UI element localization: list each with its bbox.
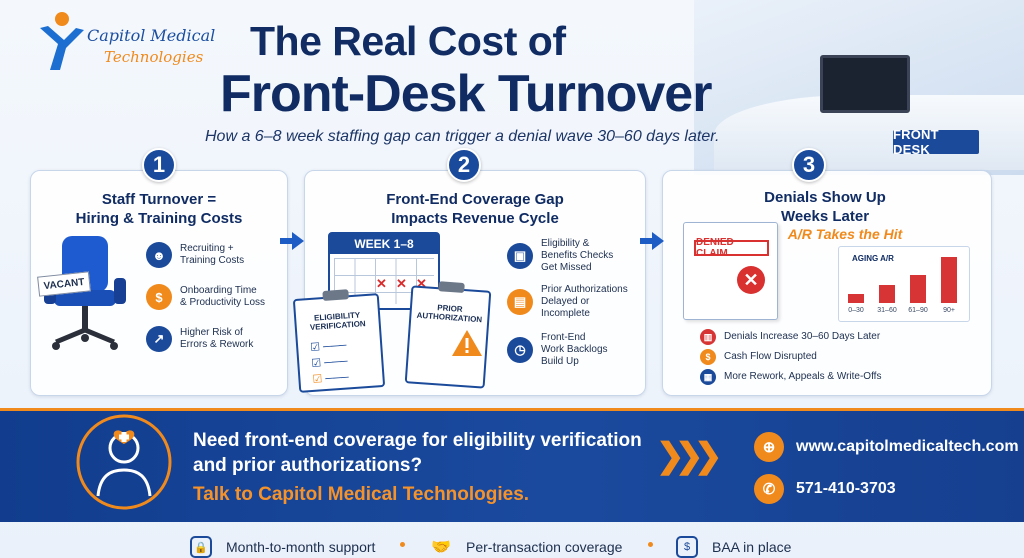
step-1-item-3-text: Higher Risk of Errors & Rework (180, 327, 254, 350)
step-2-item-1: ▣ Eligibility & Benefits Checks Get Miss… (507, 238, 613, 274)
calendar-x-mark: ✕ (416, 276, 427, 291)
document-icon: ▤ (507, 289, 533, 315)
monitor-illustration (820, 55, 910, 113)
chevron-right-icon: ❯ (675, 437, 704, 475)
clip-icon (322, 289, 349, 302)
step-2-item-3: ◷ Front-End Work Backlogs Build Up (507, 332, 608, 368)
clip-icon (438, 281, 465, 294)
step-3-item-1: ▥ Denials Increase 30–60 Days Later (700, 329, 880, 345)
phone-icon: ✆ (754, 474, 784, 504)
aging-bar-label: 0–30 (848, 307, 864, 314)
page-title-line1: The Real Cost of (250, 18, 566, 64)
flow-arrow-2 (652, 232, 664, 250)
denied-x-icon: ✕ (737, 266, 765, 294)
warning-icon (452, 330, 482, 356)
website-link[interactable]: ⊕ www.capitolmedicaltech.com (754, 432, 1019, 462)
aging-bar (941, 257, 957, 303)
step-3-item-3-text: More Rework, Appeals & Write-Offs (724, 371, 882, 382)
footer-item-3: $ BAA in place (676, 536, 791, 558)
clock-icon: ◷ (507, 337, 533, 363)
step-title-1: Staff Turnover = Hiring & Training Costs (75, 191, 243, 227)
step-2-item-1-text: Eligibility & Benefits Checks Get Missed (541, 238, 614, 273)
step-number-3: 3 (792, 148, 826, 182)
cta-line-1: Need front-end coverage for eligibility … (193, 430, 642, 451)
step-title-2: Front-End Coverage Gap Impacts Revenue C… (386, 191, 564, 227)
denied-claim-label: DENIED CLAIM (694, 237, 769, 259)
footer-item-2-text: Per-transaction coverage (466, 539, 623, 555)
step-1-item-2: $ Onboarding Time & Productivity Loss (146, 284, 265, 310)
step-number-1: 1 (142, 148, 176, 182)
chart-icon: ↗ (146, 326, 172, 352)
handshake-icon: 🤝 (431, 539, 451, 556)
clipboard-2-title: PRIOR AUTHORIZATION (416, 303, 483, 325)
step-3-item-3: ▦ More Rework, Appeals & Write-Offs (700, 369, 881, 385)
phone-link[interactable]: ✆ 571-410-3703 (754, 474, 896, 504)
footer-item-1-text: Month-to-month support (226, 539, 376, 555)
cta-line-3: Talk to Capitol Medical Technologies. (193, 484, 530, 505)
logo-figure-icon (40, 12, 84, 70)
chevron-right-icon: ❯ (656, 437, 685, 475)
globe-icon: ⊕ (754, 432, 784, 462)
separator-dot (648, 542, 653, 547)
calendar-label: WEEK 1–8 (330, 234, 438, 254)
aging-bar (848, 294, 864, 303)
brand-logo: Capitol Medical Technologies (38, 10, 238, 80)
checklist-icon: ☑ ───☑ ───☑ ─── (309, 339, 350, 386)
front-desk-sign: FRONT DESK (893, 127, 979, 157)
step-2-item-2: ▤ Prior Authorizations Delayed or Incomp… (507, 284, 628, 320)
step-1-item-2-text: Onboarding Time & Productivity Loss (180, 285, 266, 308)
calendar-x-mark: ✕ (396, 276, 407, 291)
brand-name-line2: Technologies (104, 48, 204, 66)
separator-dot (400, 542, 405, 547)
step-3-item-1-text: Denials Increase 30–60 Days Later (724, 331, 881, 342)
website-text: www.capitolmedicaltech.com (796, 438, 1019, 455)
footer-item-3-text: BAA in place (712, 539, 792, 555)
step-2-item-2-text: Prior Authorizations Delayed or Incomple… (541, 284, 628, 319)
aging-ar-title: AGING A/R (852, 254, 894, 263)
step-3-item-2: $ Cash Flow Disrupted (700, 349, 817, 365)
step-2-item-3-text: Front-End Work Backlogs Build Up (541, 332, 608, 367)
aging-bar-label: 31–60 (877, 307, 897, 314)
footer-item-2: 🤝 Per-transaction coverage (430, 536, 622, 558)
flow-arrow-1-bar (280, 238, 292, 244)
page-title-line2: Front-Desk Turnover (220, 65, 712, 123)
lock-shield-icon: 🔒 (190, 536, 212, 558)
aging-bar (879, 285, 895, 303)
step-number-2: 2 (447, 148, 481, 182)
calendar-icon: ▦ (700, 369, 716, 385)
dollar-shield-icon: $ (676, 536, 698, 558)
dollar-icon: $ (146, 284, 172, 310)
eligibility-clipboard: ELIGIBILITY VERIFICATION ☑ ───☑ ───☑ ─── (292, 289, 386, 393)
people-icon: ☻ (146, 242, 172, 268)
aging-bar-label: 61–90 (908, 307, 928, 314)
clipboard-1-title: ELIGIBILITY VERIFICATION (309, 310, 366, 332)
chevron-right-icon: ❯ (694, 437, 723, 475)
bar-chart-icon: ▥ (700, 329, 716, 345)
aging-bar (910, 275, 926, 303)
step-title-3: Denials Show Up Weeks Later (764, 189, 886, 225)
phone-text: 571-410-3703 (796, 480, 896, 497)
page-subtitle: How a 6–8 week staffing gap can trigger … (205, 128, 720, 145)
nurse-icon (76, 414, 172, 510)
step-1-item-1: ☻ Recruiting + Training Costs (146, 242, 244, 268)
flow-arrow-1 (292, 232, 304, 250)
step-3-item-2-text: Cash Flow Disrupted (724, 351, 817, 362)
cta-line-2: and prior authorizations? (193, 455, 423, 476)
step-1-item-3: ↗ Higher Risk of Errors & Rework (146, 326, 253, 352)
step-3-highlight: A/R Takes the Hit (787, 226, 903, 242)
step-1-item-1-text: Recruiting + Training Costs (180, 243, 245, 266)
id-card-icon: ▣ (507, 243, 533, 269)
dollar-icon: $ (700, 349, 716, 365)
footer-item-1: 🔒 Month-to-month support (190, 536, 375, 558)
calendar-x-mark: ✕ (376, 276, 387, 291)
vacant-chair-illustration (44, 236, 126, 350)
flow-arrow-2-bar (640, 238, 652, 244)
brand-name-line1: Capitol Medical (87, 26, 216, 45)
aging-bar-label: 90+ (943, 307, 955, 314)
